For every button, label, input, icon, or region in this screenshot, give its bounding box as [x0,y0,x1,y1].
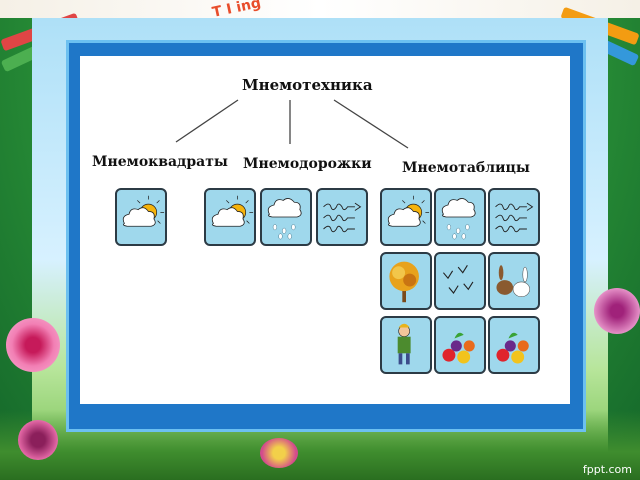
sun-cloud-icon [387,195,430,227]
diagram-root-label: Мнемотехника [242,76,373,94]
flower-icon [6,318,60,372]
branch-label-tables: Мнемотаблицы [402,160,530,176]
tile-fruit [488,316,540,374]
fruit-icon [496,332,529,364]
wind-icon [495,202,533,233]
hares-icon [496,265,530,297]
connector-squares [175,99,239,143]
tile-sun-cloud [380,188,432,246]
flower-icon [18,420,58,460]
autumn-tree-icon [389,261,419,303]
flower-icon [260,438,298,468]
tile-sun-cloud [204,188,256,246]
rain-cloud-icon [267,198,302,240]
footer-brand: fppt.com [582,463,632,476]
branch-label-paths: Мнемодорожки [243,156,372,172]
tile-child [380,316,432,374]
tile-rain-cloud [260,188,312,246]
branch-label-squares: Мнемоквадраты [92,154,228,170]
tile-wind [488,188,540,246]
tile-rain-cloud [434,188,486,246]
sun-cloud-icon [122,195,165,227]
top-strip [0,0,640,18]
tile-hares [488,252,540,310]
tile-birds [434,252,486,310]
tile-sun-cloud [115,188,167,246]
birds-icon [442,264,474,294]
fruit-icon [442,332,475,364]
tile-autumn-tree [380,252,432,310]
tile-fruit [434,316,486,374]
tile-wind [316,188,368,246]
flower-icon [594,288,640,334]
sun-cloud-icon [211,195,254,227]
wind-icon [323,202,361,233]
child-icon [397,323,412,365]
connector-tables [333,99,409,149]
rain-cloud-icon [441,198,476,240]
